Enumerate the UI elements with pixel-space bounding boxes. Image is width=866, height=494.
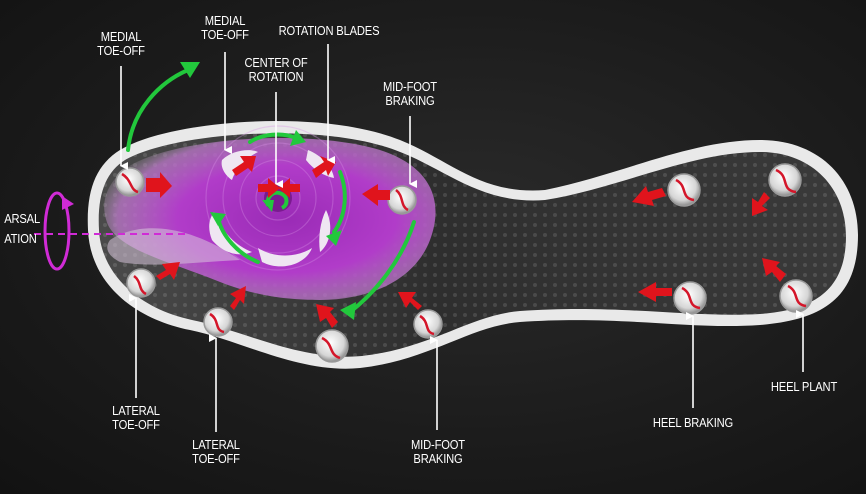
center-green-swirl bbox=[265, 190, 289, 210]
label-medial-toe-off-1: MEDIAL TOE-OFF bbox=[91, 30, 151, 58]
label-lateral-toe-off-1: LATERAL TOE-OFF bbox=[105, 404, 167, 432]
label-heel-plant-text: HEEL PLANT bbox=[770, 379, 838, 394]
label-heel-plant: HEEL PLANT bbox=[766, 380, 842, 394]
label-medial-toe-off-2-line2: TOE-OFF bbox=[201, 27, 249, 42]
label-rotation-blades: ROTATION BLADES bbox=[278, 23, 380, 38]
stud-heel-3 bbox=[673, 281, 707, 315]
label-mid-foot-braking-bottom: MID-FOOT BRAKING bbox=[407, 438, 469, 466]
label-medial-toe-off-2: MEDIAL TOE-OFF bbox=[195, 14, 255, 42]
label-mid-foot-braking-bottom-line2: BRAKING bbox=[413, 451, 463, 466]
label-metatarsal-rotation: ARSAL ATION bbox=[4, 211, 41, 246]
magenta-rotation-icon bbox=[43, 191, 71, 271]
label-metatarsal-rotation-line2: ATION bbox=[4, 231, 37, 246]
callout-lines bbox=[120, 44, 804, 432]
studs bbox=[115, 163, 813, 363]
label-mid-foot-braking-top: MID-FOOT BRAKING bbox=[379, 80, 441, 108]
stud-heel-4 bbox=[779, 279, 813, 313]
stud-midfoot-bottom-2 bbox=[413, 309, 443, 339]
label-lateral-toe-off-2-line2: TOE-OFF bbox=[192, 451, 240, 466]
label-mid-foot-braking-top-line2: BRAKING bbox=[385, 93, 435, 108]
label-medial-toe-off-2-line1: MEDIAL bbox=[204, 13, 246, 28]
stud-medial-toe bbox=[115, 167, 145, 197]
label-heel-braking-text: HEEL BRAKING bbox=[652, 415, 734, 430]
label-medial-toe-off-1-line2: TOE-OFF bbox=[97, 43, 145, 58]
label-center-of-rotation: CENTER OF ROTATION bbox=[242, 56, 311, 84]
force-arrows bbox=[146, 156, 786, 328]
label-lateral-toe-off-1-line1: LATERAL bbox=[112, 403, 160, 418]
label-medial-toe-off-1-line1: MEDIAL bbox=[100, 29, 142, 44]
metatarsal-rotation-axis bbox=[34, 191, 190, 271]
label-mid-foot-braking-bottom-line1: MID-FOOT bbox=[411, 437, 465, 452]
label-heel-braking: HEEL BRAKING bbox=[647, 416, 738, 430]
stud-heel-1 bbox=[667, 173, 701, 207]
label-lateral-toe-off-2: LATERAL TOE-OFF bbox=[185, 438, 247, 466]
label-lateral-toe-off-1-line2: TOE-OFF bbox=[112, 417, 160, 432]
label-center-of-rotation-line2: ROTATION bbox=[248, 69, 304, 84]
center-green-arrowhead bbox=[262, 200, 274, 212]
label-center-of-rotation-line1: CENTER OF bbox=[244, 55, 308, 70]
label-mid-foot-braking-top-line1: MID-FOOT bbox=[383, 79, 437, 94]
stud-lateral-toe-1 bbox=[126, 268, 156, 298]
label-lateral-toe-off-2-line1: LATERAL bbox=[192, 437, 240, 452]
stud-midfoot-top bbox=[387, 185, 417, 215]
toe-flare bbox=[107, 228, 241, 265]
stud-lateral-toe-2 bbox=[203, 307, 233, 337]
label-rotation-blades-text: ROTATION BLADES bbox=[278, 23, 380, 38]
label-metatarsal-rotation-line1: ARSAL bbox=[4, 211, 41, 226]
stud-heel-2 bbox=[768, 163, 802, 197]
rotation-rings bbox=[205, 125, 351, 271]
stud-midfoot-bottom-1 bbox=[315, 329, 349, 363]
rotation-arrowheads bbox=[180, 62, 356, 320]
